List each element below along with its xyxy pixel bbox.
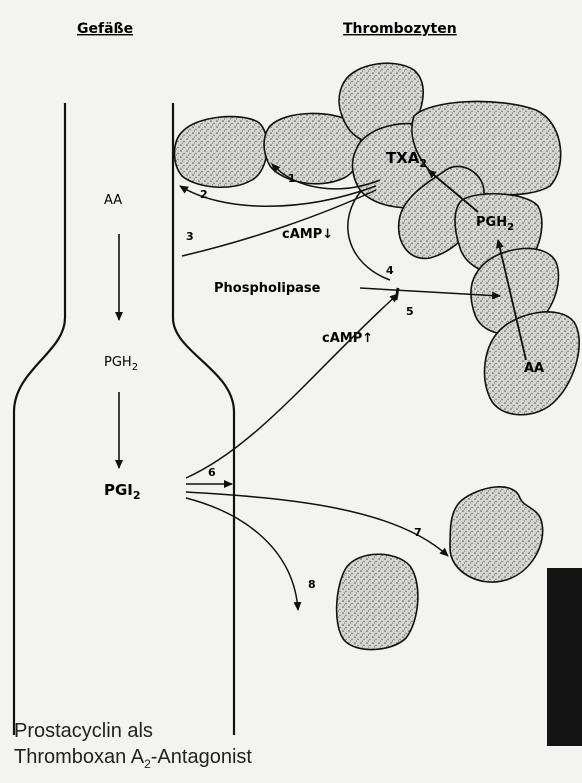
platelets-group: [175, 63, 580, 649]
phospholipase-label: Phospholipase: [214, 281, 321, 296]
platelet-aa-label: AA: [524, 361, 544, 376]
pathway-number-3: 3: [186, 230, 194, 243]
caption-line-1: Prostacyclin als: [14, 718, 252, 744]
pgi2-arrows: [186, 294, 448, 610]
pathway-number-1: 1: [288, 172, 296, 185]
pathway-number-5: 5: [406, 305, 414, 318]
header-platelets: Thrombozyten: [343, 21, 457, 37]
platelet-11: [337, 554, 418, 649]
pathway-number-2: 2: [200, 188, 208, 201]
pathway-number-4: 4: [386, 264, 394, 277]
platelet-10: [450, 487, 543, 582]
header-vessel: Gefäße: [77, 21, 133, 37]
arrow-7: [186, 492, 448, 556]
camp-down-label: cAMP↓: [282, 227, 333, 242]
camp-up-label: cAMP↑: [322, 331, 373, 346]
platelet-1: [175, 117, 268, 188]
arrow-5: [186, 294, 398, 478]
vessel-aa-label: AA: [104, 193, 122, 208]
vessel-wall-left: [14, 103, 65, 735]
pathway-number-7: 7: [414, 526, 422, 539]
edge-dark-block: [547, 568, 582, 746]
pathway-number-8: 8: [308, 578, 316, 591]
vessel-pgi2-label: PGI2: [104, 481, 141, 502]
pathway-number-6: 6: [208, 466, 216, 479]
caption-line-2: Thromboxan A2-Antagonist: [14, 744, 252, 777]
vessel-pgh2-label: PGH2: [104, 355, 138, 373]
arrow-8: [186, 498, 298, 610]
caption: Prostacyclin als Thromboxan A2-Antagonis…: [14, 718, 252, 777]
